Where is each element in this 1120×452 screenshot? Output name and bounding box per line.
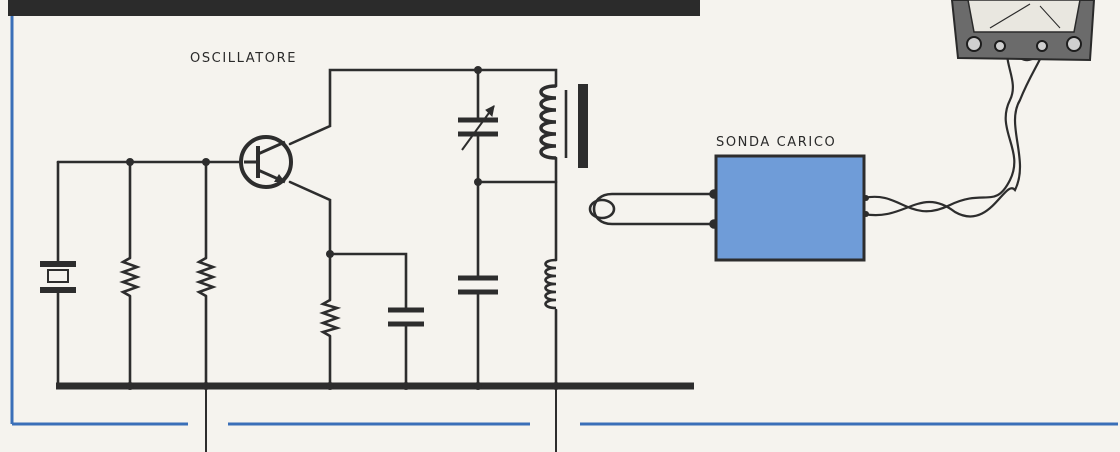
output-leads <box>205 386 557 452</box>
oscillator-label: OSCILLATORE <box>190 51 297 66</box>
junction-dots <box>126 66 560 390</box>
load-probe-box <box>714 154 866 262</box>
emitter-resistor-symbol <box>319 298 342 338</box>
probe-terminals <box>863 195 869 217</box>
diagram-frame <box>10 16 1118 426</box>
load-probe-label: SONDA CARICO <box>716 135 836 150</box>
battery-symbol <box>40 261 76 293</box>
coil-core <box>578 84 588 168</box>
tuning-capacitor-symbol <box>458 105 498 151</box>
emitter-capacitor-symbol <box>388 307 424 327</box>
multimeter-icon <box>950 0 1096 62</box>
bypass-capacitor-symbol <box>458 275 498 295</box>
meter-cable <box>863 41 1048 218</box>
choke-coil-symbol <box>544 258 557 310</box>
tank-coil-symbol <box>539 84 588 168</box>
header-band <box>8 0 700 16</box>
pickup-loop <box>588 189 719 229</box>
circuit-wires <box>56 68 558 388</box>
transistor-symbol <box>239 135 293 189</box>
resistor-2-symbol <box>195 256 217 298</box>
resistor-1-symbol <box>119 256 141 298</box>
